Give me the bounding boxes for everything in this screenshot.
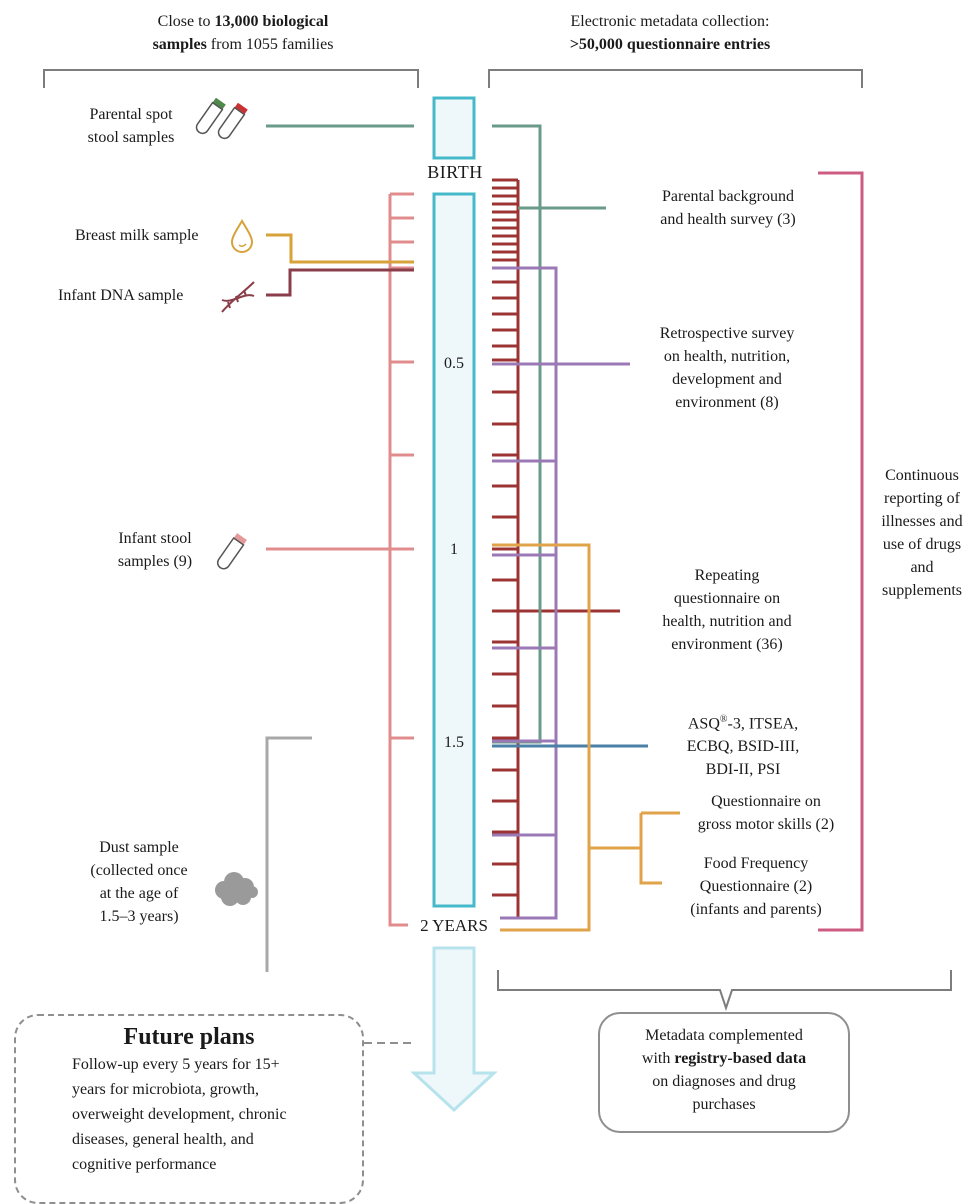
timeline-tick-15: 1.5 xyxy=(436,733,472,753)
timeline-2years-label: 2 YEARS xyxy=(408,914,500,937)
registry-line2b: registry-based data xyxy=(674,1050,807,1067)
future-line5: cognitive performance xyxy=(72,1156,217,1173)
repeat-line1: Repeating xyxy=(694,567,760,584)
parental-bg-line1: Parental background xyxy=(662,188,794,205)
retro-line4: environment (8) xyxy=(675,394,779,411)
dust-line3: at the age of xyxy=(99,885,179,902)
asq-label: ASQ®-3, ITSEA, ECBQ, BSID-III, BDI-II, P… xyxy=(660,708,826,781)
ffq-line1: Food Frequency xyxy=(703,855,809,872)
asq-registered-mark: ® xyxy=(719,714,728,725)
future-arrow xyxy=(410,946,498,1113)
registry-line3: on diagnoses and drug xyxy=(652,1073,796,1090)
continuous-reporting-label: Continuous reporting of illnesses and us… xyxy=(868,464,976,602)
infant-stool-ticks xyxy=(266,192,414,927)
left-header-text-d: from 1055 families xyxy=(206,36,334,53)
infant-stool-label: Infant stool samples (9) xyxy=(100,527,210,573)
parental-background-label: Parental background and health survey (3… xyxy=(632,185,824,231)
right-top-bracket xyxy=(488,69,863,88)
infant-dna-label: Infant DNA sample xyxy=(58,287,184,304)
continuous-bracket xyxy=(818,171,864,932)
future-plans-box: Future plans Follow-up every 5 years for… xyxy=(14,1014,364,1204)
timeline-tick-05: 0.5 xyxy=(436,354,472,374)
left-top-bracket xyxy=(43,69,419,88)
dust-line2: (collected once xyxy=(90,862,188,879)
timeline-birth-label: BIRTH xyxy=(427,162,483,182)
future-plans-title: Future plans xyxy=(123,1024,255,1050)
cont-line4: use of drugs xyxy=(882,536,962,553)
dust-line1: Dust sample xyxy=(99,839,179,856)
cont-line1: Continuous xyxy=(885,467,959,484)
gross-line2: gross motor skills (2) xyxy=(697,816,835,833)
parental-stool-label: Parental spot stool samples xyxy=(70,103,192,149)
right-header: Electronic metadata collection: >50,000 … xyxy=(505,10,835,56)
motor-ffq-line xyxy=(492,543,680,932)
ffq-line3: (infants and parents) xyxy=(690,901,822,918)
repeat-line2: questionnaire on xyxy=(673,590,781,607)
dna-icon xyxy=(221,281,255,313)
left-header-text-b: 13,000 biological xyxy=(214,13,329,30)
registry-box: Metadata complemented with registry-base… xyxy=(598,1012,850,1133)
infant-stool-line2: samples (9) xyxy=(117,553,193,570)
infant-stool-line1: Infant stool xyxy=(118,530,192,547)
dna-line xyxy=(266,268,414,297)
asq-line2: ECBQ, BSID-III, xyxy=(686,738,800,756)
repeat-line4: environment (36) xyxy=(671,636,783,653)
asq-line3: BDI-II, PSI xyxy=(705,761,781,779)
diagram-canvas xyxy=(43,69,952,1113)
left-header: Close to 13,000 biological samples from … xyxy=(78,10,408,56)
ffq-line2: Questionnaire (2) xyxy=(699,878,813,895)
retro-line3: development and xyxy=(672,371,782,388)
cont-line2: reporting of xyxy=(884,490,960,507)
left-header-text-c: samples xyxy=(152,36,207,53)
future-line1: Follow-up every 5 years for 15+ xyxy=(72,1056,280,1073)
registry-text: Metadata complemented with registry-base… xyxy=(600,1024,848,1116)
ffq-label: Food Frequency Questionnaire (2) (infant… xyxy=(666,852,846,921)
cont-line6: supplements xyxy=(882,582,962,599)
gross-motor-label: Questionnaire on gross motor skills (2) xyxy=(676,790,856,836)
retrospective-label: Retrospective survey on health, nutritio… xyxy=(636,322,818,414)
breast-milk-drop-icon xyxy=(230,219,254,253)
gross-line1: Questionnaire on xyxy=(711,793,821,810)
repeating-label: Repeating questionnaire on health, nutri… xyxy=(634,564,820,656)
repeat-line3: health, nutrition and xyxy=(662,613,792,630)
registry-line4: purchases xyxy=(692,1096,756,1113)
parental-bg-line2: and health survey (3) xyxy=(660,211,796,228)
cont-line3: illnesses and xyxy=(881,513,963,530)
dust-sample-label: Dust sample (collected once at the age o… xyxy=(70,836,208,928)
cont-line5: and xyxy=(910,559,934,576)
future-line3: overweight development, chronic xyxy=(72,1106,287,1123)
parental-stool-line2: stool samples xyxy=(87,129,175,146)
bottom-right-bracket xyxy=(497,970,952,1012)
right-header-line2: >50,000 questionnaire entries xyxy=(569,36,771,53)
timeline-tick-1: 1 xyxy=(436,540,472,560)
future-line4: diseases, general health, and xyxy=(72,1131,254,1148)
left-header-text-a: Close to xyxy=(157,13,215,30)
parental-stool-line1: Parental spot xyxy=(89,106,173,123)
infant-stool-tube-icon xyxy=(216,533,247,570)
timeline-tube-top xyxy=(432,96,476,160)
breast-milk-line xyxy=(266,233,414,264)
retro-line2: on health, nutrition, xyxy=(663,348,791,365)
registry-line2a: with xyxy=(641,1050,675,1067)
right-header-line1: Electronic metadata collection: xyxy=(570,13,770,30)
dust-line4: 1.5–3 years) xyxy=(99,908,179,925)
breast-milk-label: Breast milk sample xyxy=(75,227,199,244)
future-line2: years for microbiota, growth, xyxy=(72,1081,260,1098)
dust-cloud-icon xyxy=(215,872,258,906)
asq-line1b: -3, ITSEA, xyxy=(727,715,799,733)
retro-line1: Retrospective survey xyxy=(659,325,795,342)
retrospective-line xyxy=(492,266,630,920)
dust-bracket xyxy=(265,736,312,972)
parental-stool-tubes-icon xyxy=(195,97,248,140)
future-plans-text: Follow-up every 5 years for 15+ years fo… xyxy=(16,1052,362,1177)
asq-line1a: ASQ xyxy=(687,715,720,733)
registry-line1: Metadata complemented xyxy=(645,1027,803,1044)
